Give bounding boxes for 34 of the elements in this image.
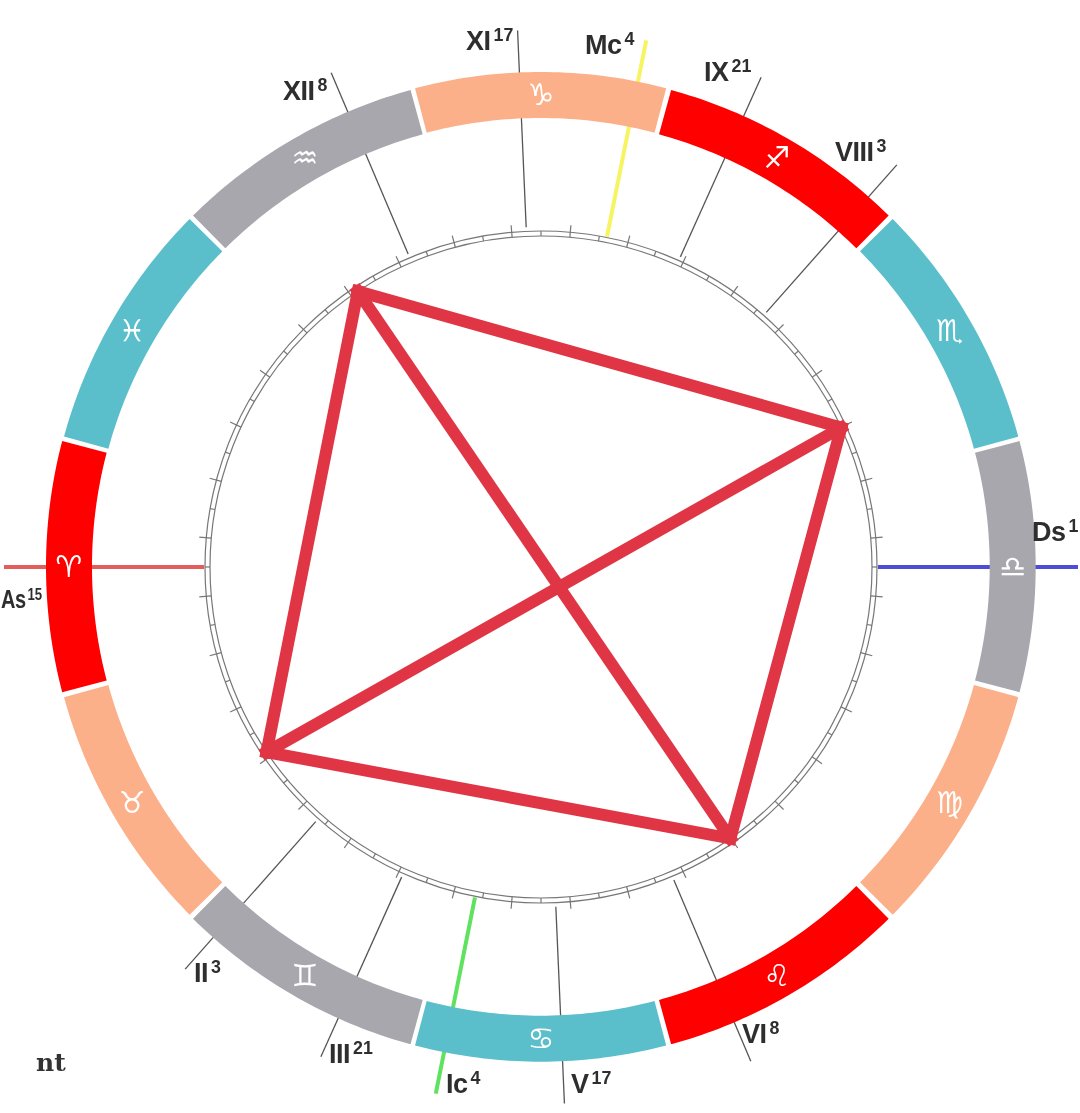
angle-label: As$^{15}$	[1, 586, 43, 613]
zodiac-sign: ♑	[527, 80, 555, 110]
zodiac-ring-segment	[63, 685, 222, 916]
angle-label: Ds$^{1}$	[1032, 518, 1079, 546]
zodiac-sign: ♍	[936, 788, 964, 818]
house-label: XII$^{8}$	[283, 77, 328, 105]
zodiac-sign: ♒	[291, 143, 319, 174]
angle-label: Ic$^{4}$	[446, 1070, 481, 1098]
zodiac-sign: ♉	[118, 788, 146, 818]
zodiac-sign: ♌	[763, 960, 791, 991]
zodiac-ring-segment	[860, 685, 1019, 916]
zodiac-ring-segment	[860, 218, 1019, 449]
house-label: VI$^{8}$	[742, 1020, 780, 1048]
zodiac-ring-segment	[415, 1001, 667, 1062]
zodiac-sign: ♋	[527, 1024, 555, 1054]
angle-label: Mc$^{4}$	[585, 31, 635, 59]
zodiac-sign: ♈	[55, 552, 83, 582]
house-label: XI$^{17}$	[466, 27, 514, 55]
zodiac-sign: ♊	[291, 960, 319, 991]
house-label: IX$^{21}$	[704, 58, 752, 86]
house-label: V$^{17}$	[571, 1070, 612, 1098]
zodiac-sign: ♎	[999, 552, 1027, 582]
text-fragment: nt	[36, 1050, 66, 1075]
zodiac-ring-segment	[415, 72, 667, 133]
zodiac-sign: ♐	[763, 143, 791, 174]
zodiac-sign: ♏	[936, 316, 964, 346]
zodiac-ring-segment	[659, 89, 890, 248]
zodiac-ring-segment	[659, 886, 890, 1045]
house-label: II$^{3}$	[194, 959, 221, 987]
house-label: III$^{21}$	[329, 1040, 373, 1068]
zodiac-ring-segment	[46, 441, 107, 693]
house-label: VIII$^{3}$	[835, 138, 887, 166]
zodiac-ring-segment	[63, 218, 222, 449]
zodiac-sign: ♓	[118, 316, 146, 346]
